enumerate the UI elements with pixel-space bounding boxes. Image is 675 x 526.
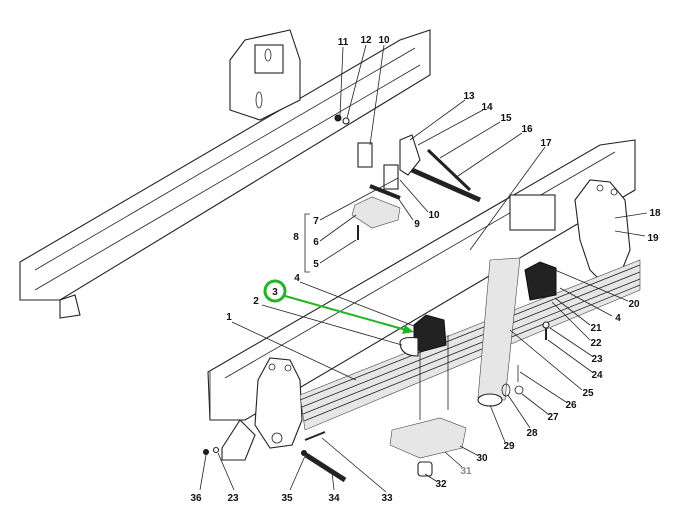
label-5: 5 <box>313 259 319 270</box>
label-33: 33 <box>381 493 393 504</box>
label-10-lower: 10 <box>428 210 440 221</box>
label-28: 28 <box>526 428 538 439</box>
label-17: 17 <box>540 138 552 149</box>
label-1: 1 <box>226 312 232 323</box>
label-24: 24 <box>591 370 603 381</box>
u-bolts <box>399 335 449 420</box>
label-12: 12 <box>360 35 372 46</box>
shackle-parts <box>334 114 556 240</box>
label-25: 25 <box>582 388 594 399</box>
label-34: 34 <box>328 493 340 504</box>
label-7: 7 <box>313 216 319 227</box>
label-35: 35 <box>281 493 293 504</box>
label-22: 22 <box>590 338 602 349</box>
label-31: 31 <box>460 466 472 477</box>
label-30: 30 <box>476 453 488 464</box>
label-36: 36 <box>190 493 202 504</box>
fastener-parts <box>203 321 550 483</box>
shock-absorber <box>477 257 524 407</box>
label-3: 3 <box>272 287 278 298</box>
label-32: 32 <box>435 479 447 490</box>
label-6: 6 <box>313 237 319 248</box>
label-4-front: 4 <box>294 273 300 284</box>
label-13: 13 <box>463 91 475 102</box>
bump-stop <box>413 261 557 353</box>
label-23-front: 23 <box>227 493 239 504</box>
arrow-head-icon <box>402 325 414 334</box>
label-15: 15 <box>500 113 512 124</box>
label-14: 14 <box>481 102 493 113</box>
front-spring-bracket <box>221 357 303 461</box>
label-4-rear: 4 <box>615 313 621 324</box>
label-2: 2 <box>253 296 259 307</box>
label-20: 20 <box>628 299 640 310</box>
label-11: 11 <box>338 37 349 48</box>
label-16: 16 <box>521 124 533 135</box>
label-27: 27 <box>547 412 559 423</box>
label-19: 19 <box>647 233 659 244</box>
label-29: 29 <box>503 441 515 452</box>
part-labels: 11 12 10 13 14 15 16 17 18 19 20 4 21 22… <box>190 35 661 504</box>
spring-seat-plate <box>389 417 467 477</box>
label-9: 9 <box>414 219 420 230</box>
highlight-callout-3[interactable]: 3 <box>263 279 414 334</box>
leader-lines <box>199 44 648 493</box>
leaf-spring <box>299 259 641 431</box>
label-21: 21 <box>590 323 602 334</box>
upper-frame-rail <box>19 29 431 319</box>
label-8: 8 <box>293 232 299 243</box>
label-10: 10 <box>378 35 390 46</box>
label-26: 26 <box>565 400 577 411</box>
label-18: 18 <box>649 208 661 219</box>
label-23-rear: 23 <box>591 354 603 365</box>
